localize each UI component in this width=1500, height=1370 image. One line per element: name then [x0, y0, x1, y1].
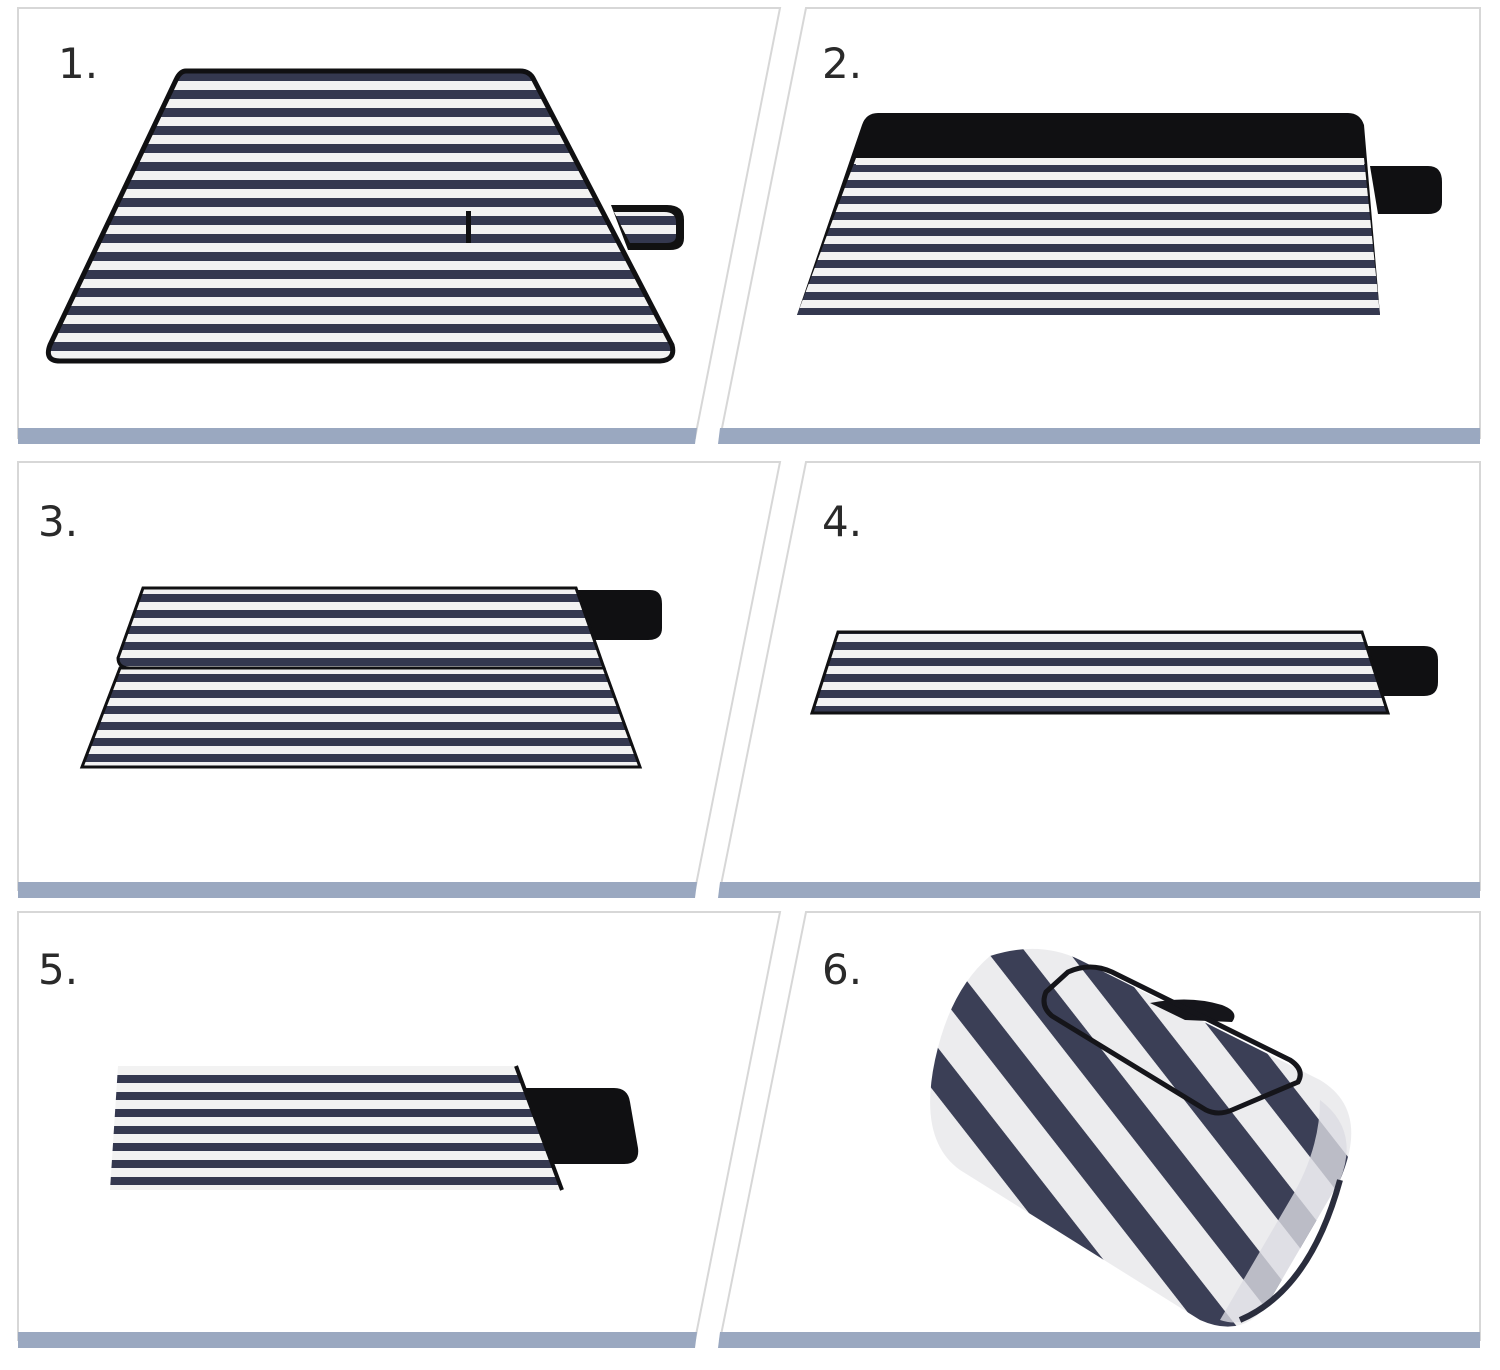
- mat-step-2-illustration: [797, 113, 1442, 315]
- step-number-5: 5.: [38, 945, 78, 994]
- step-number-2: 2.: [822, 39, 862, 88]
- step-number-6: 6.: [822, 945, 862, 994]
- step-number-3: 3.: [38, 497, 78, 546]
- buckle-strap-icon: [466, 211, 471, 243]
- mat-step-3-illustration: [82, 588, 662, 767]
- mat-step-4-illustration: [812, 632, 1438, 713]
- step-number-1: 1.: [58, 39, 98, 88]
- step-number-4: 4.: [822, 497, 862, 546]
